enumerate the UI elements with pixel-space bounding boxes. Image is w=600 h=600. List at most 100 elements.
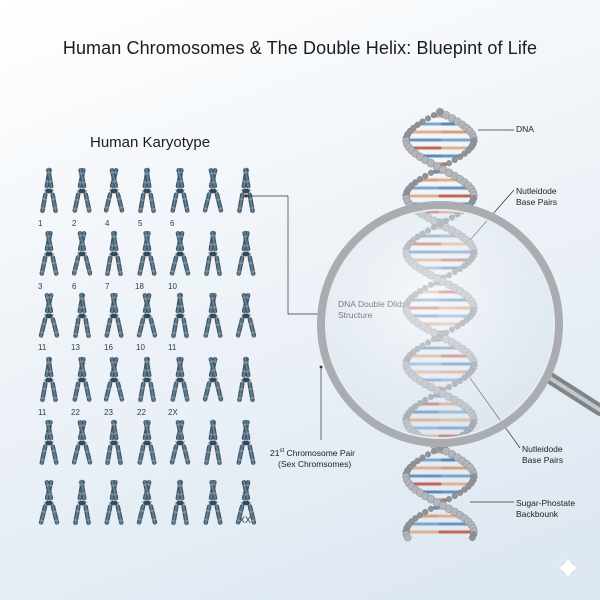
backbone-bead: [410, 460, 417, 468]
label-dna: DNA: [516, 124, 534, 134]
chromosome-band: [110, 244, 115, 247]
chromosome-band: [203, 332, 209, 336]
chromosome-band: [178, 361, 183, 364]
chromosome-band: [184, 206, 189, 210]
chromatid: [103, 167, 119, 213]
chromosome-band: [179, 423, 184, 426]
chromosome-band: [39, 519, 44, 522]
chromatid-upper: [241, 230, 250, 252]
chromosome-band: [173, 510, 178, 514]
chromatid: [202, 167, 218, 213]
chromatid: [175, 419, 191, 465]
backbone-bead: [437, 108, 444, 115]
chromosome-band: [114, 313, 120, 317]
backbone-bead: [470, 469, 478, 478]
backbone-bead: [443, 217, 450, 224]
backbone-bead: [432, 274, 442, 283]
backbone-bead: [421, 155, 430, 165]
backbone-bead: [466, 463, 474, 472]
chromosome-band: [84, 509, 89, 513]
backbone-bead: [421, 379, 430, 389]
backbone-bead: [403, 252, 411, 260]
backbone-bead: [403, 476, 411, 484]
chromatid-upper: [44, 167, 52, 189]
chromatid-upper: [175, 167, 184, 189]
chromosome-band: [49, 501, 55, 505]
chromosome-band: [246, 379, 252, 382]
chromatid: [39, 419, 53, 465]
backbone-bead: [461, 486, 468, 493]
chromatid: [103, 356, 119, 402]
chromosome-band: [40, 396, 46, 400]
chromosome-band: [238, 449, 244, 453]
chromosome-band: [144, 172, 150, 175]
backbone-bead: [462, 236, 471, 244]
chromatid-upper: [176, 356, 185, 378]
chromosome-band: [207, 377, 213, 381]
chromosome-band: [80, 360, 86, 363]
centromere: [45, 251, 53, 257]
backbone-bead: [406, 200, 414, 209]
chromosome-pair: [72, 356, 92, 402]
chromosome-band: [207, 500, 213, 504]
chromosome-band: [147, 441, 153, 445]
chromatid-upper: [44, 230, 53, 252]
chromosome-band: [108, 501, 114, 505]
chromosome-number: 6: [72, 282, 77, 291]
chromatid-lower: [169, 255, 179, 276]
chromosome-band: [78, 433, 84, 436]
backbone-bead: [470, 245, 478, 254]
chromatid-lower: [138, 381, 146, 403]
chromosome-band: [147, 314, 153, 318]
chromosome-band: [117, 270, 123, 274]
chromosome-band: [211, 181, 217, 184]
backbone-bead: [459, 432, 466, 439]
chromatid-upper: [241, 292, 251, 314]
backbone-bead: [468, 130, 477, 139]
centromere: [176, 251, 184, 257]
chromosome-band: [146, 483, 151, 486]
backbone-bead: [411, 373, 420, 382]
chromosome-band: [180, 502, 186, 505]
chromosome-band: [147, 251, 153, 255]
chromosome-band: [217, 332, 223, 336]
chromosome-band: [47, 484, 53, 487]
chromatid-lower: [148, 192, 156, 214]
backbone-bead: [403, 140, 411, 148]
chromosome-band: [170, 396, 176, 400]
chromosome-band: [114, 501, 120, 505]
chromosome-band: [238, 322, 244, 326]
chromosome-band: [210, 424, 216, 427]
chromosome-band: [171, 331, 177, 335]
chromosome-band: [47, 235, 52, 238]
chromatid-upper: [109, 419, 117, 441]
chromosome-band: [110, 361, 116, 364]
backbone-bead: [446, 496, 453, 503]
chromatid-lower: [236, 444, 245, 465]
backbone-bead: [418, 322, 427, 331]
chromosome-band: [79, 483, 85, 486]
backbone-bead: [414, 457, 421, 464]
chromosome-band: [45, 493, 51, 496]
chromosome-band: [111, 235, 117, 238]
chromosome-band: [150, 395, 156, 399]
backbone-bead: [406, 351, 414, 359]
chromosome-band: [212, 243, 217, 246]
chromosome-band: [183, 519, 189, 523]
chromosome-band: [180, 314, 186, 317]
chromosome-band: [213, 500, 219, 504]
backbone-bead: [403, 421, 412, 430]
backbone-bead: [447, 450, 457, 459]
chromosome-band: [172, 261, 178, 265]
chromatid-upper: [77, 230, 87, 252]
chromosome-number: 4: [105, 219, 110, 228]
chromosome-band: [143, 243, 149, 246]
backbone-bead: [438, 389, 448, 398]
backbone-bead: [465, 371, 472, 378]
chromatid-upper: [109, 292, 118, 314]
chromosome-band: [143, 181, 148, 184]
chromosome-band: [242, 423, 248, 426]
chromatid-lower: [203, 504, 212, 525]
backbone-bead: [403, 364, 411, 372]
backbone-bead: [403, 197, 412, 206]
